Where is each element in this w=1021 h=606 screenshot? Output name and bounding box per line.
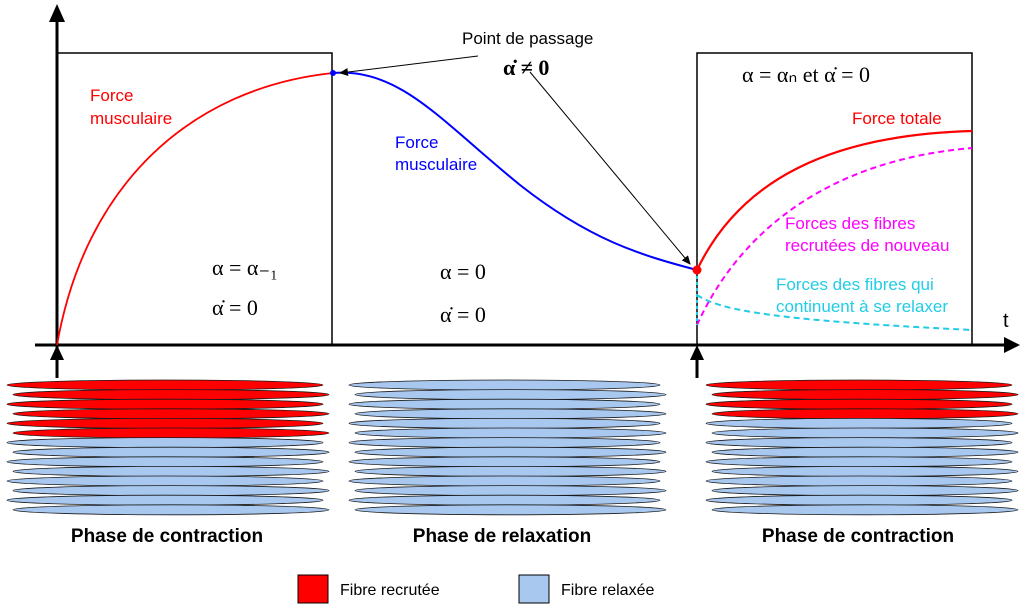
- fiber-bundles: [6, 379, 1019, 516]
- force-curve-total: [696, 129, 973, 271]
- phase-label-relaxation: Phase de relaxation: [413, 526, 591, 547]
- recruited-force-label-1: Forces des fibres: [785, 214, 915, 233]
- relaxing-force-label-1: Forces des fibres qui: [776, 275, 934, 294]
- fiber-relaxed: [354, 465, 667, 477]
- relaxing-force-label-2: continuent à se relaxer: [776, 297, 948, 316]
- fiber-relaxed: [354, 446, 667, 458]
- fiber-relaxed: [711, 485, 1019, 497]
- fiber-relaxed: [711, 504, 1019, 516]
- axis-t-label: t: [1003, 310, 1009, 332]
- transition-math: α̇ ≠ 0: [503, 55, 549, 80]
- transition-point-1: [330, 70, 336, 76]
- fiber-relaxed: [705, 417, 1013, 429]
- y-axis-arrow-icon: [49, 4, 65, 22]
- fiber-relaxed: [6, 437, 324, 449]
- fiber-recruited: [711, 389, 1019, 401]
- fiber-relaxed: [12, 504, 330, 516]
- left-curve-label-2: musculaire: [90, 109, 172, 128]
- fiber-relaxed: [354, 427, 667, 439]
- fiber-relaxed: [711, 446, 1019, 458]
- transition-label: Point de passage: [462, 29, 593, 48]
- legend-swatch-recruited: [297, 574, 329, 604]
- fiber-relaxed: [705, 437, 1013, 449]
- fiber-recruited: [12, 389, 330, 401]
- fiber-relaxed: [348, 398, 661, 410]
- fiber-recruited: [12, 408, 330, 420]
- fiber-relaxed: [711, 465, 1019, 477]
- transition-point-2: [692, 265, 702, 275]
- fiber-recruited: [705, 379, 1013, 391]
- fiber-recruited: [6, 379, 324, 391]
- fiber-relaxed: [12, 446, 330, 458]
- force-curve-relaxing-fibers: [696, 294, 973, 331]
- fiber-relaxed: [12, 485, 330, 497]
- fiber-relaxed: [348, 437, 661, 449]
- fiber-relaxed: [348, 494, 661, 506]
- total-force-label: Force totale: [852, 109, 942, 128]
- fiber-relaxed: [705, 475, 1013, 487]
- fiber-recruited: [6, 417, 324, 429]
- fiber-relaxed: [354, 485, 667, 497]
- fiber-relaxed: [354, 504, 667, 516]
- fiber-recruited: [12, 427, 330, 439]
- fiber-relaxed: [705, 494, 1013, 506]
- left-curve-label-1: Force: [90, 86, 133, 105]
- left-alpha-dot-eq: α̇ = 0: [212, 295, 258, 320]
- fiber-relaxed: [348, 475, 661, 487]
- fiber-relaxed: [348, 379, 661, 391]
- force-curve-contraction-1: [56, 72, 334, 346]
- legend-swatch-relaxed: [518, 574, 550, 604]
- recruited-force-label-2: recrutées de nouveau: [785, 236, 949, 255]
- middle-alpha-dot-eq: α̇ = 0: [440, 302, 486, 327]
- fiber-relaxed: [12, 465, 330, 477]
- fiber-recruited: [705, 398, 1013, 410]
- right-header-math: α = αₙ et α̇ = 0: [742, 62, 870, 87]
- phase-label-contraction-1: Phase de contraction: [71, 526, 263, 547]
- fiber-relaxed: [6, 494, 324, 506]
- fiber-relaxed: [6, 475, 324, 487]
- phase-label-contraction-2: Phase de contraction: [762, 526, 954, 547]
- fiber-recruited: [711, 408, 1019, 420]
- up-arrow-icon: [690, 345, 704, 360]
- middle-alpha-eq: α = 0: [440, 259, 486, 284]
- fiber-relaxed: [348, 417, 661, 429]
- legend-label-relaxed: Fibre relaxée: [561, 582, 654, 599]
- fiber-recruited: [6, 398, 324, 410]
- middle-curve-label-1: Force: [395, 133, 438, 152]
- force-curve-recruited-fibers: [696, 147, 973, 326]
- legend-label-recruited: Fibre recrutée: [340, 582, 440, 599]
- force-curve-relaxation: [332, 71, 698, 271]
- x-axis-arrow-icon: [1004, 337, 1020, 353]
- pointer-line-1: [339, 55, 479, 76]
- pointer-line-2: [529, 71, 691, 265]
- fiber-relaxed: [354, 389, 667, 401]
- fiber-relaxed: [354, 408, 667, 420]
- left-alpha-eq: α = α₋₁: [212, 255, 278, 280]
- fiber-relaxed: [6, 456, 324, 468]
- fiber-relaxed: [711, 427, 1019, 439]
- fiber-relaxed: [348, 456, 661, 468]
- up-arrow-icon: [50, 345, 64, 360]
- fiber-relaxed: [705, 456, 1013, 468]
- middle-curve-label-2: musculaire: [395, 155, 477, 174]
